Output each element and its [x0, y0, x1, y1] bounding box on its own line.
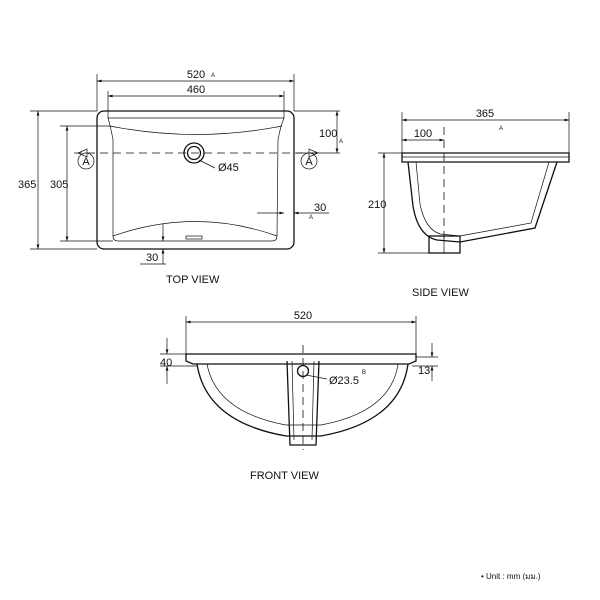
- overflow-diameter-label: Ø23.5: [329, 375, 359, 387]
- section-marker-right-icon: A: [300, 148, 319, 170]
- side-view: 365 A 100 210 SIDE VIEW: [368, 108, 570, 299]
- svg-text:A: A: [309, 215, 313, 221]
- section-marker-left-icon: A: [77, 148, 95, 170]
- side-view-bowl: [407, 161, 558, 243]
- svg-text:A: A: [82, 156, 90, 168]
- top-view-label: TOP VIEW: [166, 274, 220, 286]
- front-rim-height-label: 40: [160, 357, 172, 369]
- side-depth-label: 365: [476, 108, 494, 120]
- side-view-rim: [401, 152, 570, 163]
- front-view-drain-pipe: [286, 360, 320, 446]
- outer-width-label: 520: [187, 69, 205, 81]
- top-view: Ø45 520 A 460 365 305 100 A 30 A: [18, 69, 343, 286]
- unit-note: • Unit : mm (มม.): [481, 572, 541, 581]
- drain-hole: [183, 142, 205, 164]
- top-view-outer-rim: [96, 110, 295, 250]
- drain-diameter-label: Ø45: [218, 162, 239, 174]
- side-view-label: SIDE VIEW: [412, 287, 469, 299]
- front-view-rim: [185, 353, 417, 365]
- front-width-label: 520: [294, 310, 312, 322]
- svg-text:A: A: [305, 156, 313, 168]
- hole-offset-label: 100: [319, 128, 337, 140]
- inner-depth-label: 305: [50, 179, 68, 191]
- overflow-height-label: 13: [418, 365, 430, 377]
- top-view-inner-bowl: [107, 117, 285, 242]
- side-offset-label: 100: [414, 128, 432, 140]
- svg-text:B: B: [362, 370, 366, 376]
- right-rim-label: 30: [314, 202, 326, 214]
- front-view-label: FRONT VIEW: [250, 470, 319, 482]
- svg-text:A: A: [211, 73, 215, 79]
- overflow-hole: [296, 364, 310, 378]
- side-view-drain: [428, 235, 461, 254]
- outer-depth-label: 365: [18, 179, 36, 191]
- front-view: Ø23.5 B 520 40 13 FRONT VIEW: [160, 310, 438, 482]
- svg-text:A: A: [499, 126, 503, 132]
- svg-text:A: A: [339, 139, 343, 145]
- bottom-rim-label: 30: [146, 252, 158, 264]
- side-height-label: 210: [368, 199, 386, 211]
- front-view-bowl: [196, 363, 409, 437]
- inner-width-label: 460: [187, 84, 205, 96]
